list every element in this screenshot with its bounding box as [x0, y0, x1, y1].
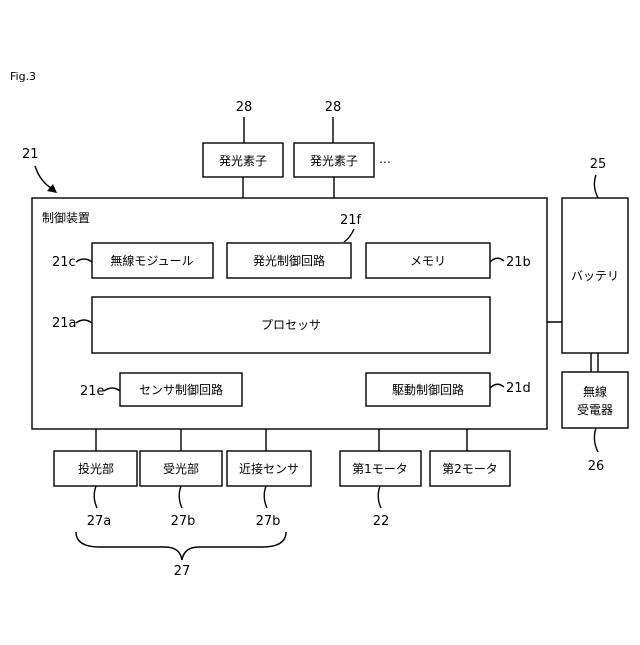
leader-26 [594, 428, 598, 452]
brace-27 [76, 532, 286, 560]
ref-22: 22 [373, 514, 390, 529]
light-emitting-element-2-label: 発光素子 [310, 154, 358, 168]
memory-label: メモリ [410, 254, 446, 268]
leader-22 [378, 486, 381, 508]
light-emission-control-circuit-label: 発光制御回路 [253, 253, 325, 268]
sensor-control-circuit-label: センサ制御回路 [139, 382, 223, 397]
motor-1-label: 第1モータ [352, 462, 408, 476]
light-projector-label: 投光部 [78, 461, 114, 476]
figure-label: Fig.3 [10, 70, 36, 83]
ref-25: 25 [590, 157, 607, 172]
wireless-module-label: 無線モジュール [110, 253, 193, 268]
ref-21c: 21c [52, 255, 76, 270]
ref-26: 26 [588, 459, 605, 474]
wireless-receiver-box [562, 372, 628, 428]
leader-27b-second [264, 486, 267, 508]
ref-21b: 21b [506, 255, 531, 270]
drive-control-circuit-label: 駆動制御回路 [392, 382, 464, 397]
ref-28-second: 28 [325, 100, 342, 115]
ref-27b-first: 27b [171, 514, 196, 529]
leader-27b-first [179, 486, 182, 508]
ref-28-first: 28 [236, 100, 253, 115]
light-receiver-label: 受光部 [163, 461, 199, 476]
ref-27a: 27a [87, 514, 112, 529]
light-emitting-element-1-label: 発光素子 [219, 154, 267, 168]
ref-21d: 21d [506, 381, 531, 396]
leader-27a [94, 486, 97, 508]
ref-21e: 21e [80, 384, 105, 399]
ref-27: 27 [174, 564, 191, 579]
wireless-receiver-label-line2: 受電器 [577, 403, 613, 417]
ref-21: 21 [22, 147, 39, 162]
battery-label: バッテリ [571, 269, 619, 283]
arrowhead-21 [47, 184, 57, 193]
wireless-receiver-label-line1: 無線 [583, 384, 607, 399]
proximity-sensor-label: 近接センサ [239, 461, 299, 476]
control-device-label: 制御装置 [42, 210, 90, 225]
processor-label: プロセッサ [261, 318, 321, 332]
ref-21f: 21f [340, 213, 362, 228]
ref-27b-second: 27b [256, 514, 281, 529]
leader-25 [594, 175, 598, 198]
motor-2-label: 第2モータ [442, 462, 498, 476]
ref-21a: 21a [52, 316, 77, 331]
ellipsis-mark: … [379, 152, 391, 166]
